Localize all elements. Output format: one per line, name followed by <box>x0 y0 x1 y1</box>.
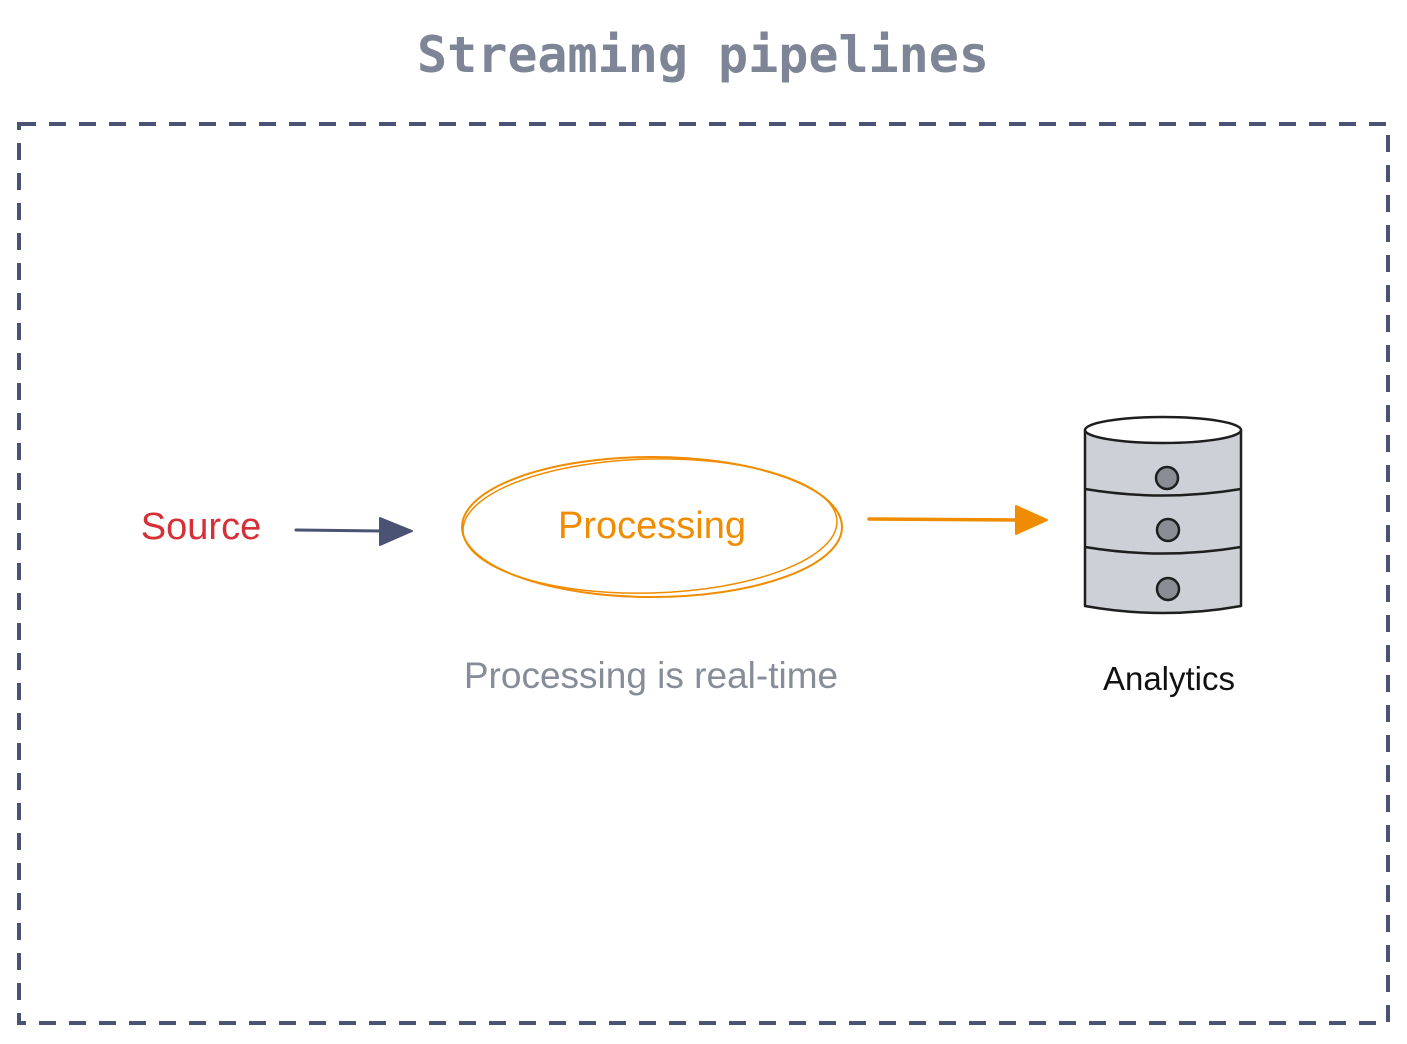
pipeline-frame <box>17 122 1390 1025</box>
processing-label: Processing <box>558 505 746 547</box>
source-label: Source <box>141 506 261 548</box>
diagram-title: Streaming pipelines <box>417 26 989 84</box>
analytics-label: Analytics <box>1103 660 1235 697</box>
source-to-processing-arrow <box>294 517 413 546</box>
processing-to-analytics-arrow <box>867 505 1048 535</box>
processing-ellipse <box>461 456 843 598</box>
database-icon <box>1083 415 1243 615</box>
processing-caption: Processing is real-time <box>464 655 838 696</box>
